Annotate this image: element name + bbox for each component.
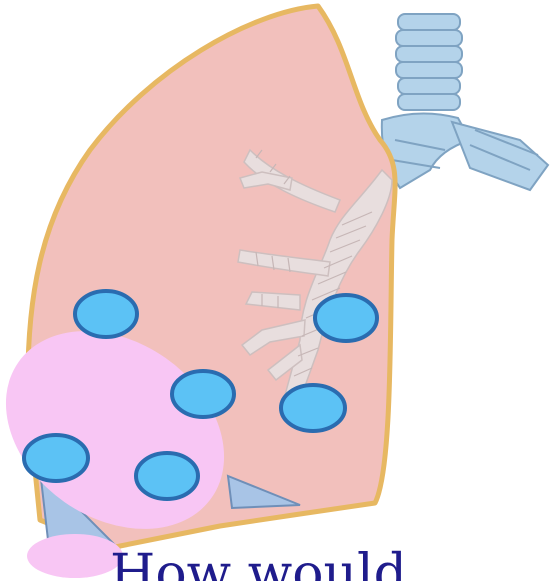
- blue-oval-marker-4: [281, 385, 345, 431]
- trachea-icon: [382, 14, 548, 190]
- blue-oval-marker-1: [75, 291, 137, 337]
- blue-oval-marker-6: [136, 453, 198, 499]
- blue-oval-marker-3: [172, 371, 234, 417]
- blue-oval-marker-5: [24, 435, 88, 481]
- blue-oval-marker-2: [315, 295, 377, 341]
- caption-text: How would: [110, 548, 407, 581]
- pink-blob-small-icon: [27, 534, 123, 578]
